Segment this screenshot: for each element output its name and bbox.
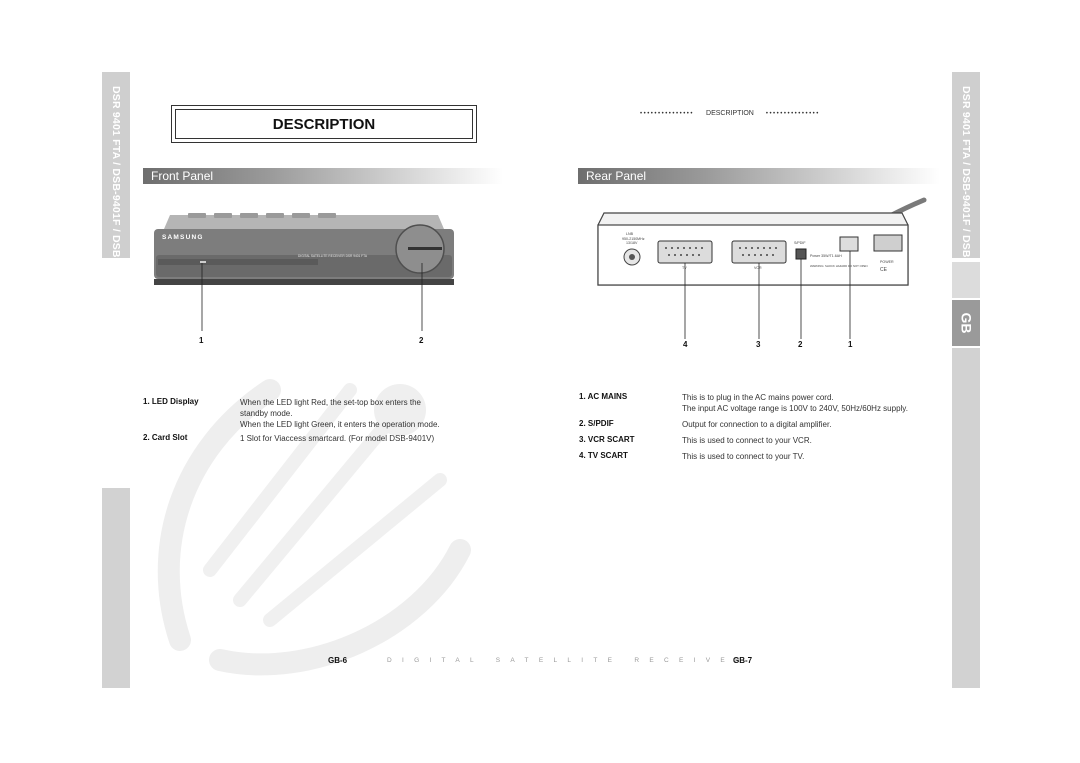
rear-label-warning: WARNING: SHOCK HAZARD DO NOT OPEN	[810, 264, 868, 268]
rear-label-rating: Power 35W/T1.6AH	[810, 254, 842, 258]
running-header: ••••••••••••••• DESCRIPTION ••••••••••••…	[640, 110, 820, 117]
left-side-label: DSR 9401 FTA / DSB-9401F / DSB-9401V	[110, 86, 122, 293]
rear-label-lnb-spec: 950-2150MHz	[622, 237, 645, 241]
rear-item-2-line-1: Output for connection to a digital ampli…	[682, 420, 832, 429]
rear-callout-1: 1	[848, 340, 853, 349]
rear-item-4-term: 4. TV SCART	[579, 451, 628, 460]
left-side-strip-bottom	[102, 488, 130, 688]
page-title: DESCRIPTION	[175, 109, 473, 139]
footer-center-text: DIGITAL SATELLITE RECEIVER	[387, 657, 751, 664]
front-item-1-line-2: standby mode.	[240, 409, 293, 418]
front-item-1-line-3: When the LED light Green, it enters the …	[240, 420, 440, 429]
rear-label-lnb: LNB	[626, 232, 634, 236]
rear-item-4-line-1: This is used to connect to your TV.	[682, 452, 805, 461]
footer-page-left: GB-6	[328, 656, 348, 665]
left-side-strip-top	[102, 72, 130, 258]
front-callout-1: 1	[199, 336, 204, 345]
right-side-strip-mid	[952, 262, 980, 298]
rear-panel-illustration: LNB 950-2150MHz 13/18V TV VCR S/PDIF Pow…	[597, 197, 927, 339]
running-header-text: DESCRIPTION	[706, 110, 754, 117]
running-header-dots-left: •••••••••••••••	[640, 110, 695, 117]
device-caption: DIGITAL SATELLITE RECEIVER DSR 9401 FTA	[298, 254, 368, 258]
front-item-1-term: 1. LED Display	[143, 397, 199, 406]
rear-item-2-term: 2. S/PDIF	[579, 419, 614, 428]
footer-page-right: GB-7	[733, 656, 753, 665]
running-header-dots-right: •••••••••••••••	[765, 110, 820, 117]
page-title-box: DESCRIPTION	[171, 105, 477, 143]
rear-item-1-line-1: This is to plug in the AC mains power co…	[682, 393, 834, 402]
right-side-label: DSR 9401 FTA / DSB-9401F / DSB-9401V	[960, 86, 972, 293]
language-tab-gb: GB	[952, 300, 980, 346]
rear-callout-3: 3	[756, 340, 761, 349]
rear-label-tv: TV	[682, 266, 687, 270]
front-item-2-line-1: 1 Slot for Viaccess smartcard. (For mode…	[240, 434, 435, 443]
rear-label-vcr: VCR	[754, 266, 762, 270]
rear-item-3-term: 3. VCR SCART	[579, 435, 635, 444]
front-item-2-term: 2. Card Slot	[143, 433, 188, 442]
rear-label-power: POWER	[880, 260, 894, 264]
rear-label-spdif: S/PDIF	[794, 241, 806, 245]
rear-label-lnb-power: 13/18V	[626, 241, 638, 245]
front-item-1-line-1: When the LED light Red, the set-top box …	[240, 398, 421, 407]
front-callout-2: 2	[419, 336, 424, 345]
device-brand: SAMSUNG	[162, 234, 204, 241]
language-tab-label: GB	[958, 312, 974, 334]
rear-item-1-term: 1. AC MAINS	[579, 392, 628, 401]
right-side-strip-bottom	[952, 348, 980, 688]
satellite-dish-watermark	[157, 379, 471, 676]
front-panel-heading: Front Panel	[143, 168, 503, 184]
rear-callout-4: 4	[683, 340, 688, 349]
rear-item-3-line-1: This is used to connect to your VCR.	[682, 436, 812, 445]
front-panel-illustration: SAMSUNG DIGITAL SATELLITE RECEIVER DSR 9…	[154, 213, 454, 331]
rear-panel-heading: Rear Panel	[578, 168, 940, 184]
rear-label-ce: CE	[880, 267, 888, 273]
rear-callout-2: 2	[798, 340, 803, 349]
rear-item-1-line-2: The input AC voltage range is 100V to 24…	[682, 404, 908, 413]
right-side-strip-top	[952, 72, 980, 258]
